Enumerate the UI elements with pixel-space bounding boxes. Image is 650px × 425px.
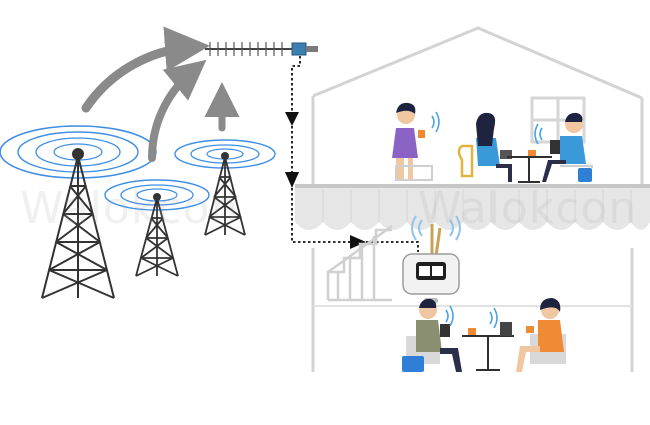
signal-waves-icon xyxy=(431,111,440,133)
cell-tower-icon xyxy=(41,155,115,299)
signal-waves-icon xyxy=(534,123,543,145)
cable-arrows xyxy=(285,112,366,249)
signal-arrows xyxy=(81,26,240,162)
signal-waves-icon xyxy=(445,305,454,327)
cell-tower-icon xyxy=(204,156,246,236)
signal-waves-icon xyxy=(411,215,461,241)
person-girl-standing xyxy=(392,102,440,179)
person-man-downstairs xyxy=(402,298,462,372)
bag xyxy=(402,356,424,372)
house-outline xyxy=(311,26,644,372)
arrow-large-tower xyxy=(81,26,210,113)
indoor-antenna-icon xyxy=(411,215,461,257)
tower-small-left xyxy=(104,179,210,277)
roof xyxy=(312,26,643,100)
awning-stripes xyxy=(322,190,632,222)
upper-walls xyxy=(311,96,644,184)
awning xyxy=(295,188,650,222)
signal-booster-icon xyxy=(402,253,460,303)
arrow-left-small-tower xyxy=(148,59,207,162)
awning-scallops xyxy=(295,222,650,230)
yagi-antenna-icon xyxy=(205,42,318,56)
cell-tower-icon xyxy=(135,197,179,277)
lower-walls xyxy=(311,248,634,372)
tower-small-right xyxy=(174,139,276,236)
staircase xyxy=(326,224,393,302)
signal-waves-icon xyxy=(489,307,498,329)
person-woman-laptop xyxy=(457,112,512,182)
chair xyxy=(395,165,433,181)
cable-route xyxy=(291,56,419,252)
tower-large xyxy=(0,125,157,299)
table-upstairs xyxy=(507,156,552,183)
person-man-tablet xyxy=(534,112,593,182)
person-woman-downstairs xyxy=(516,298,566,372)
table-downstairs xyxy=(462,335,514,371)
